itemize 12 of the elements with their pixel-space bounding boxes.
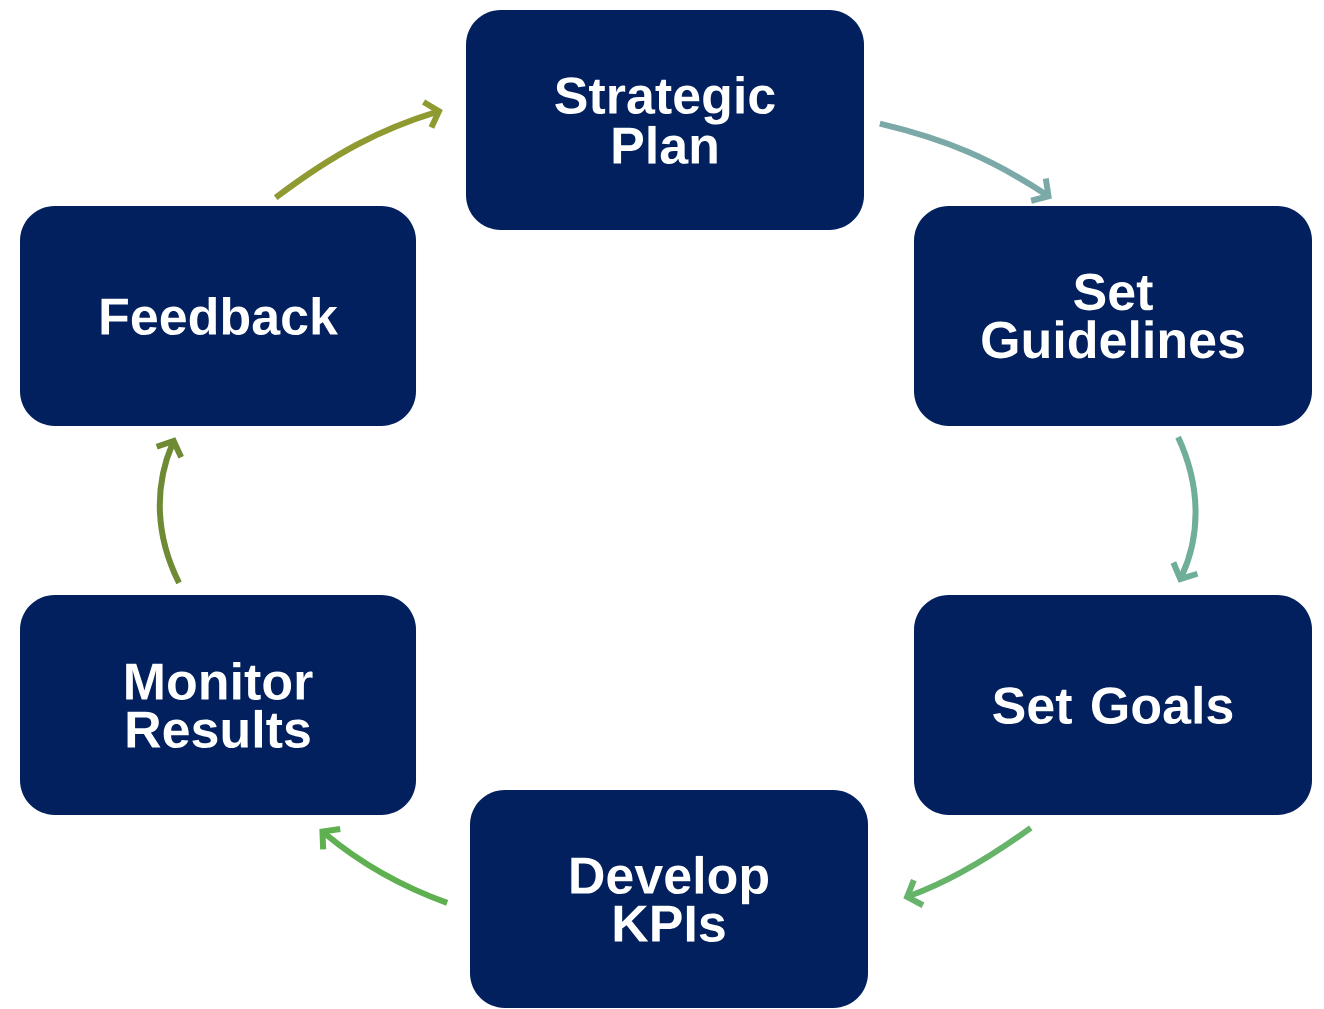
arrow (155, 437, 184, 585)
process-box: Monitor Results (20, 595, 416, 815)
process-box: Strategic Plan (466, 10, 864, 230)
process-box: Develop KPIs (470, 790, 868, 1008)
arrow (319, 826, 449, 906)
process-box: Feedback (20, 206, 416, 426)
arrow (273, 99, 443, 201)
arrow (903, 825, 1033, 908)
arrow (879, 120, 1052, 204)
arrow (1170, 435, 1199, 583)
process-box: Set Guidelines (914, 206, 1312, 426)
process-box: Set Goals (914, 595, 1312, 815)
